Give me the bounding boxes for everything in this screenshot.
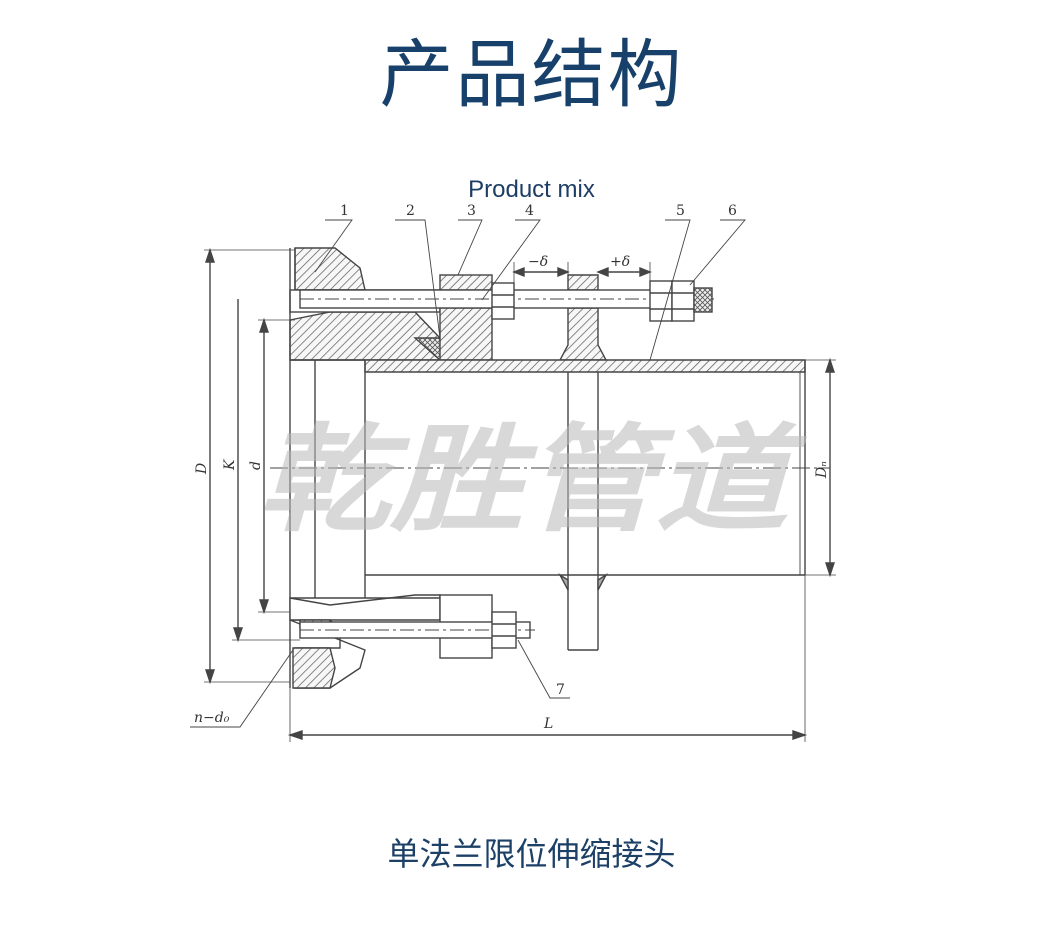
part-label-2: 2 (406, 203, 415, 219)
part-label-1: 1 (340, 203, 349, 219)
pipe-wall-upper (364, 359, 806, 373)
caption: 单法兰限位伸缩接头 (387, 835, 676, 873)
flange-body-upper (294, 247, 366, 291)
upper-nut-2 (649, 280, 673, 322)
dim-label-n-d0: n−d₀ (194, 710, 230, 726)
dim-label-d: d (248, 461, 264, 470)
leader-1 (314, 219, 353, 273)
leader-2 (395, 219, 441, 339)
watermark: 乾胜管道 (258, 412, 807, 548)
leader-nd0 (190, 649, 294, 728)
dim-label-Dn: Dₙ (814, 461, 830, 479)
upper-nut-3 (671, 280, 695, 322)
part-label-3: 3 (467, 203, 476, 219)
part-label-5: 5 (676, 203, 685, 219)
gland-flange-upper (439, 274, 493, 361)
dim-label-K: K (222, 458, 238, 471)
part-label-7: 7 (556, 682, 565, 698)
page-title: 产品结构 (379, 32, 684, 118)
dim-label-D: D (194, 463, 210, 475)
dim-label-L: L (543, 716, 553, 732)
dim-label-minus-delta: −δ (528, 254, 548, 270)
part-label-6: 6 (728, 203, 737, 219)
leader-6 (689, 219, 746, 286)
lower-nut (491, 611, 517, 649)
leader-4 (481, 219, 541, 301)
dim-label-plus-delta: +δ (610, 254, 630, 270)
upper-nut-1 (491, 282, 515, 320)
leader-5 (649, 219, 691, 361)
part-label-4: 4 (525, 203, 534, 219)
page-subtitle: Product mix (468, 176, 595, 203)
leader-3 (457, 219, 483, 276)
limit-flange-upper (567, 274, 599, 291)
leader-7 (517, 639, 570, 699)
